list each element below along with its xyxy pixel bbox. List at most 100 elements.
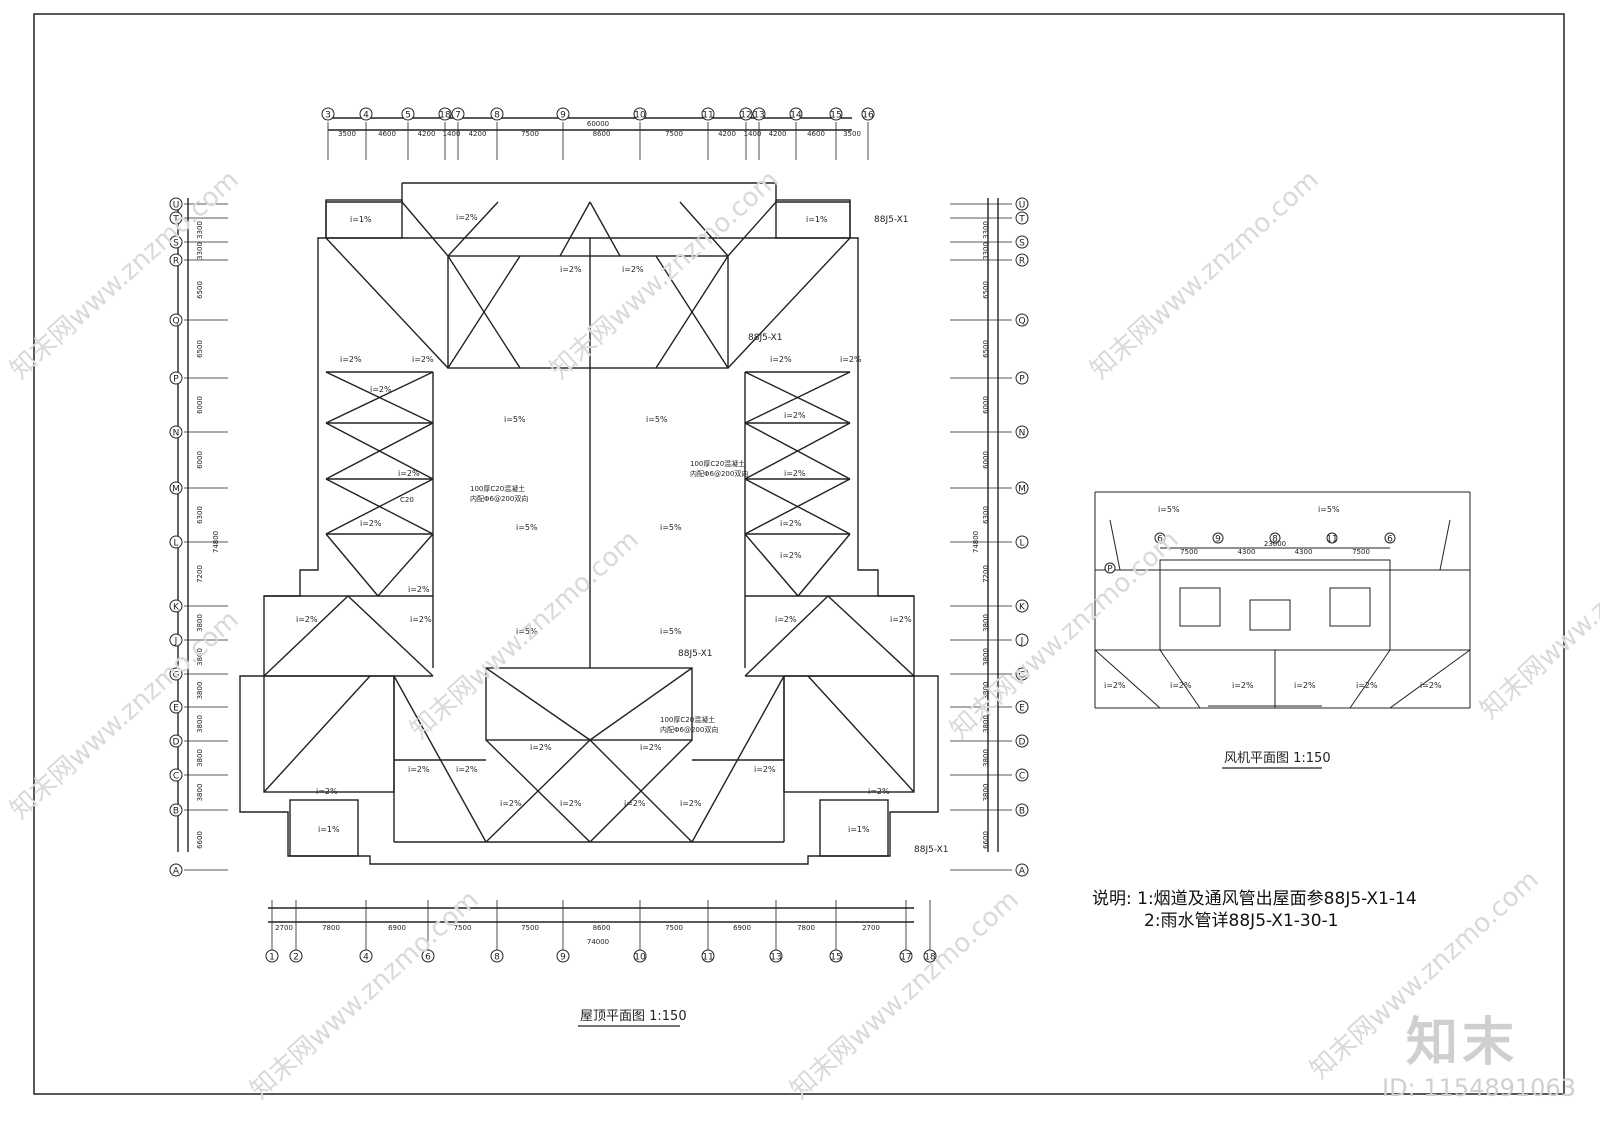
left-axis-5-label: P — [173, 375, 179, 385]
right-dim-11: 3800 — [982, 715, 990, 733]
right-axis-15-label: B — [1019, 807, 1025, 817]
top-axis-3: 18 — [438, 107, 452, 121]
left-dim-total: 74800 — [212, 531, 220, 553]
left-axis-3-label: R — [173, 257, 179, 267]
left-axis-2-label: S — [173, 239, 179, 249]
fan-axis-3-label: 11 — [1326, 535, 1337, 545]
slope-label-9: i=2% — [412, 355, 434, 364]
top-dim-10: 4200 — [769, 130, 787, 138]
left-dim-5: 6000 — [196, 451, 204, 469]
bottom-dim-total: 74000 — [587, 938, 609, 946]
ref-callout-1: 88J5-X1 — [874, 215, 909, 225]
right-axis-15: B — [1015, 803, 1029, 817]
slope-label-7: i=2% — [622, 265, 644, 274]
bottom-dim-5: 8600 — [593, 924, 611, 932]
top-dim-11: 4600 — [807, 130, 825, 138]
slope-label-22: i=2% — [775, 615, 797, 624]
top-axis-9-label: 12 — [740, 111, 751, 121]
bottom-axis-9-label: 15 — [830, 953, 841, 963]
rebar-note-1: 内配Φ6@200双向 — [470, 494, 528, 503]
bottom-dim-2: 6900 — [388, 924, 406, 932]
left-axis-12-label: E — [173, 704, 179, 714]
left-axis-3: R — [169, 253, 183, 267]
right-axis-3-label: R — [1019, 257, 1025, 267]
fan-axis-3: 11 — [1326, 532, 1338, 545]
left-axis-4-label: Q — [172, 317, 179, 327]
right-axis-8-label: L — [1019, 539, 1024, 549]
slope-label-2: i=1% — [806, 215, 828, 224]
fan-dim-3: 7500 — [1352, 548, 1370, 556]
slope-label-37: i=5% — [516, 523, 538, 532]
slope-label-25: i=2% — [868, 787, 890, 796]
bottom-axis-3-label: 6 — [425, 953, 431, 963]
top-axis-4: 7 — [451, 107, 465, 121]
bottom-axis-10: 17 — [899, 949, 913, 963]
right-axis-16-label: A — [1019, 867, 1026, 877]
top-dim-9: 1400 — [744, 130, 762, 138]
bottom-axis-0-label: 1 — [269, 953, 275, 963]
slope-label-21: i=2% — [410, 615, 432, 624]
roof-plan-title: 屋顶平面图 1:150 — [580, 1009, 687, 1024]
left-dim-0: 3300 — [196, 221, 204, 239]
right-axis-16: A — [1015, 863, 1029, 877]
right-dim-6: 6300 — [982, 506, 990, 524]
bottom-axis-7-label: 11 — [702, 953, 713, 963]
left-axis-6: N — [169, 425, 183, 439]
left-axis-10: J — [169, 633, 183, 647]
top-axis-12: 15 — [829, 107, 843, 121]
top-axis-2: 5 — [401, 107, 415, 121]
left-dim-11: 3800 — [196, 715, 204, 733]
left-axis-7: M — [169, 481, 183, 495]
right-dim-8: 3800 — [982, 614, 990, 632]
left-axis-15-label: B — [173, 807, 179, 817]
right-axis-1-label: T — [1018, 215, 1025, 225]
top-axis-6-label: 9 — [560, 111, 566, 121]
left-dim-2: 6500 — [196, 281, 204, 299]
slope-label-1: i=1% — [350, 215, 372, 224]
rebar-note-3: 内配Φ6@200双向 — [660, 725, 718, 734]
top-dim-3: 1400 — [443, 130, 461, 138]
slope-label-3: i=1% — [318, 825, 340, 834]
slope-label-19: i=2% — [780, 551, 802, 560]
bottom-axis-10-label: 17 — [900, 953, 911, 963]
right-axis-13: D — [1015, 734, 1029, 748]
left-axis-6-label: N — [173, 429, 180, 439]
watermark-3: 知末网www.znzmo.com — [1085, 165, 1325, 385]
right-dim-4: 6000 — [982, 396, 990, 414]
right-axis-4-label: Q — [1018, 317, 1025, 327]
slope-label-34: i=2% — [640, 743, 662, 752]
watermark-4: 知末网www.znzmo.com — [5, 605, 245, 825]
top-axis-1-label: 4 — [363, 111, 369, 121]
rebar-note-2: 内配Φ6@200双向 — [690, 469, 748, 478]
watermark-6: 知末网www.znzmo.com — [945, 525, 1185, 745]
concrete-note-3: 100厚C20混凝土 — [660, 715, 715, 724]
ref-callout-4: 88J5-X1 — [914, 845, 949, 855]
concrete-note-2: 100厚C20混凝土 — [690, 459, 745, 468]
bottom-axis-8-label: 13 — [770, 953, 781, 963]
fan-dim-1: 4300 — [1238, 548, 1256, 556]
bottom-dim-7: 6900 — [733, 924, 751, 932]
top-axis-5-label: 8 — [494, 111, 500, 121]
bottom-dim-9: 2700 — [862, 924, 880, 932]
right-axis-14-label: C — [1019, 772, 1025, 782]
reference-callouts: 88J5-X1 88J5-X1 88J5-X1 88J5-X1 100厚C20混… — [400, 215, 949, 855]
slope-label-31: i=2% — [680, 799, 702, 808]
top-dim-1: 4600 — [378, 130, 396, 138]
fan-plan — [1094, 491, 1471, 709]
right-dim-14: 6600 — [982, 831, 990, 849]
right-dim-0: 3300 — [982, 221, 990, 239]
ref-callout-3: 88J5-X1 — [678, 649, 713, 659]
left-axis-0: U — [169, 197, 183, 211]
left-dim-9: 3800 — [196, 648, 204, 666]
notes-block: 说明: 1:烟道及通风管出屋面参88J5-X1-14 2:雨水管详88J5-X1… — [1092, 888, 1417, 932]
left-axis-1-label: T — [172, 215, 179, 225]
bottom-dim-0: 2700 — [275, 924, 293, 932]
bottom-axis-2-label: 4 — [363, 953, 369, 963]
fan-axis-0: 6 — [1154, 532, 1166, 545]
top-axis-8-label: 11 — [702, 111, 713, 121]
slope-label-18: i=2% — [408, 585, 430, 594]
top-axis-13: 16 — [861, 107, 875, 121]
bottom-axis-6: 10 — [633, 949, 647, 963]
